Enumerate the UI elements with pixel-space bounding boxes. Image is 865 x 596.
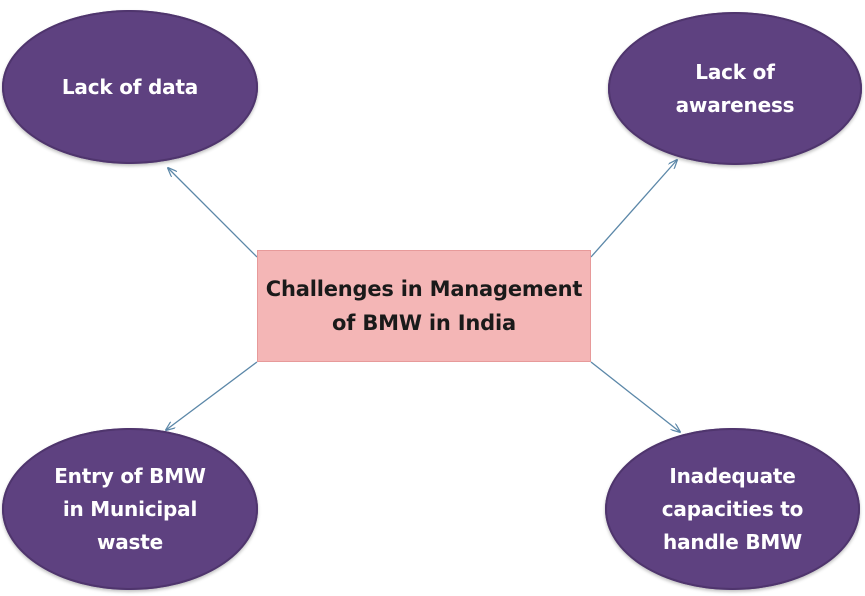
center-topic-box: Challenges in Management of BMW in India <box>257 250 591 362</box>
node-entry-of-bmw: Entry of BMW in Municipal waste <box>2 428 258 590</box>
node-lack-of-awareness: Lack of awareness <box>608 12 862 165</box>
connector-to-lack-of-awareness <box>590 160 677 258</box>
node-label-lack-of-awareness: Lack of awareness <box>675 59 795 117</box>
node-inadequate-capacities: Inadequate capacities to handle BMW <box>605 428 860 590</box>
node-lack-of-data: Lack of data <box>2 10 258 164</box>
node-label-lack-of-data: Lack of data <box>61 74 199 99</box>
connector-to-inadequate-capacities <box>590 361 680 432</box>
node-label-inadequate-capacities: Inadequate capacities to handle BMW <box>661 463 804 554</box>
node-label-entry-of-bmw: Entry of BMW in Municipal waste <box>54 463 206 554</box>
connector-to-entry-of-bmw <box>166 361 258 430</box>
connector-to-lack-of-data <box>168 168 258 258</box>
center-topic-label: Challenges in Management of BMW in India <box>265 277 583 335</box>
